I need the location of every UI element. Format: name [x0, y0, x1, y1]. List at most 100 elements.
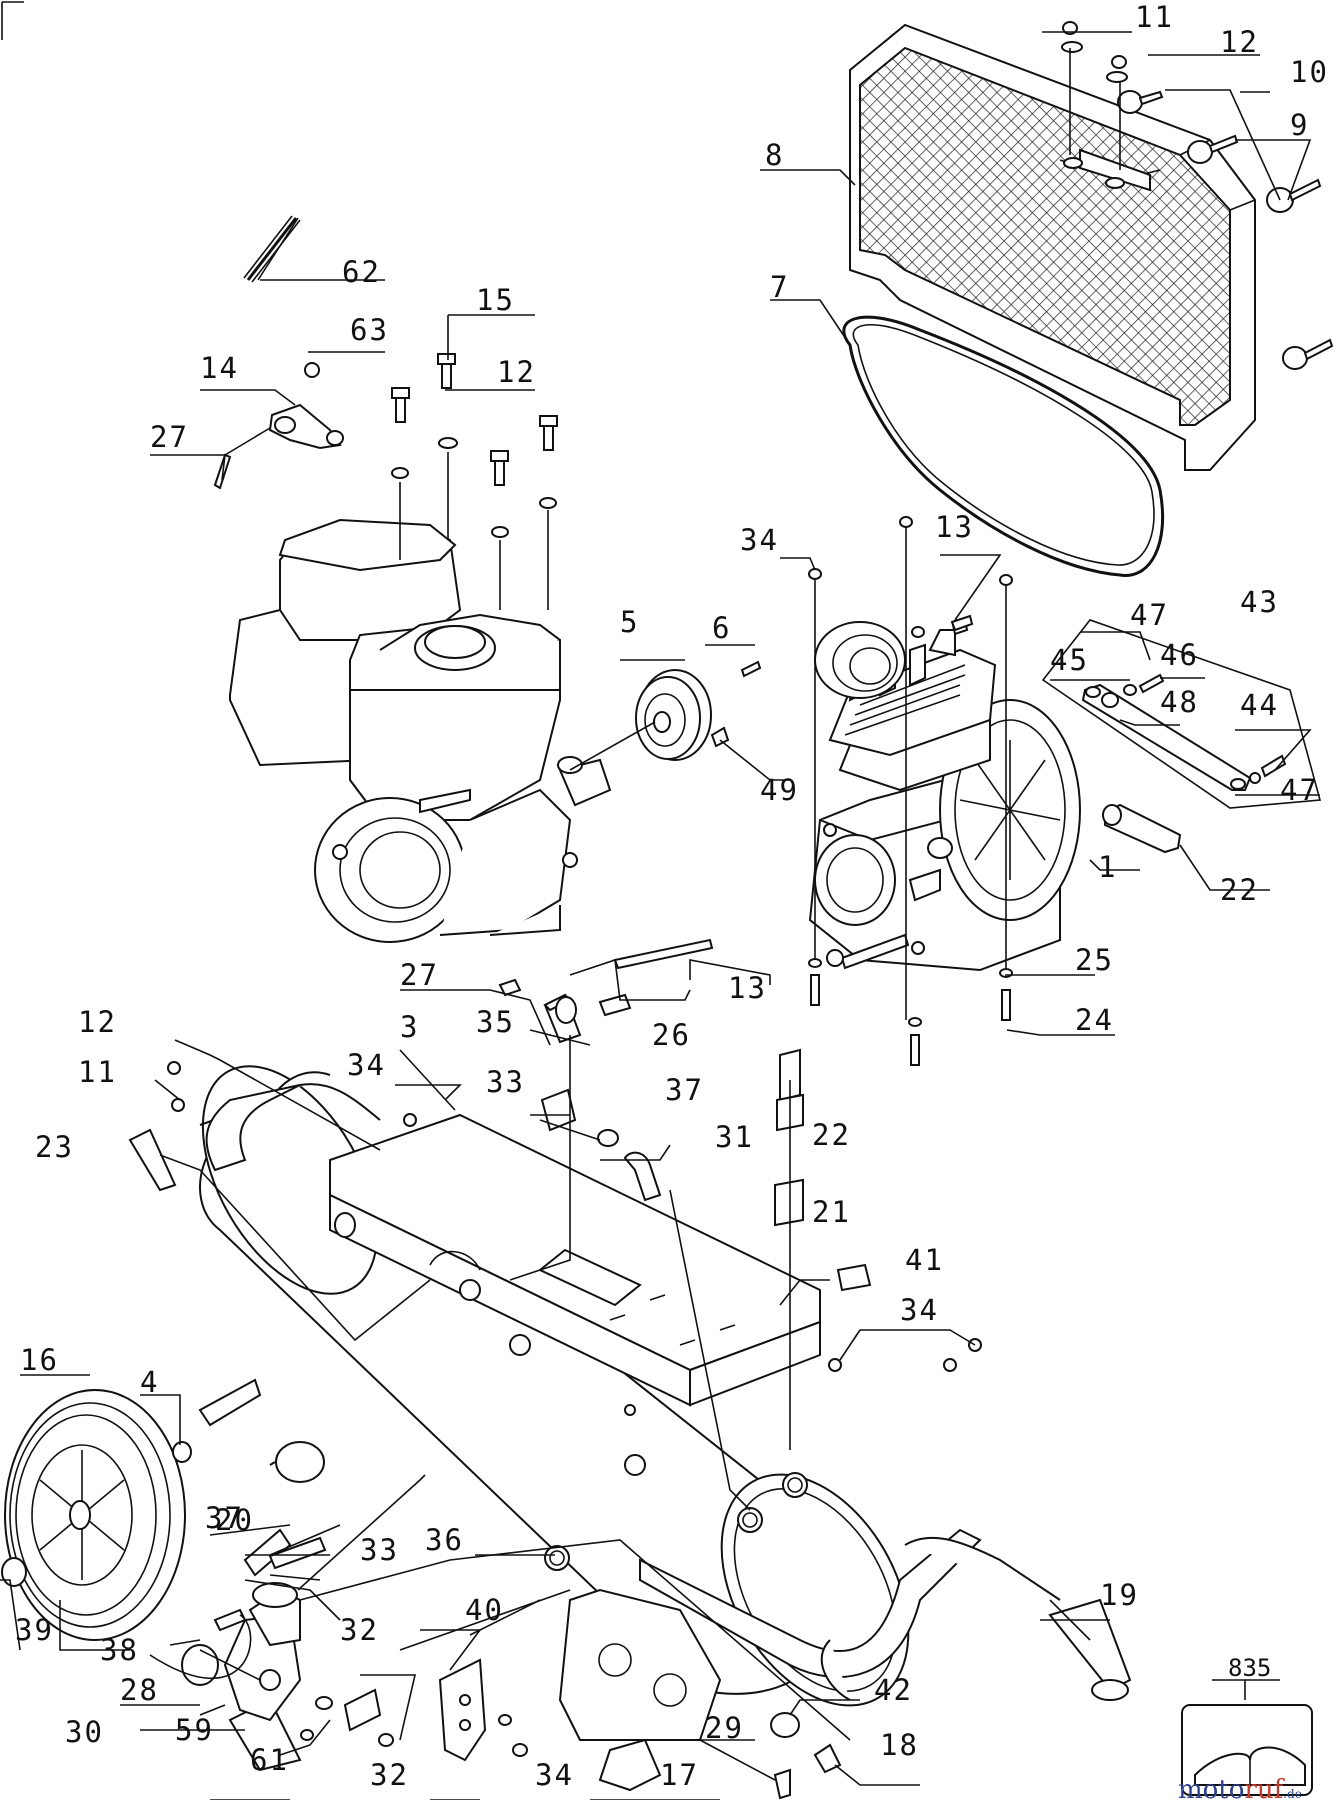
- callout-5: 5: [620, 605, 639, 639]
- callout-37: 37: [665, 1073, 704, 1107]
- callout-33: 33: [486, 1065, 525, 1099]
- callout-20: 20: [215, 1503, 254, 1537]
- drain-parts: [598, 1712, 842, 1800]
- pump-fasteners: [808, 516, 1013, 1066]
- v-belt: [842, 315, 1165, 577]
- watermark-suffix: .de: [1283, 1787, 1302, 1800]
- callout-1: 1: [1098, 850, 1117, 884]
- callout-44: 44: [1240, 688, 1279, 722]
- axle-sleeve: [243, 1528, 292, 1577]
- o-ring: [304, 362, 320, 378]
- callout-17: 17: [660, 1758, 699, 1792]
- pulley: [569, 660, 762, 771]
- callout-12c: 12: [78, 1005, 117, 1039]
- callout-63: 63: [350, 313, 389, 347]
- callout-32: 32: [340, 1613, 379, 1647]
- callout-13b: 13: [728, 971, 767, 1005]
- watermark-logo: motoruf.de: [1178, 1775, 1302, 1800]
- callout-41: 41: [905, 1243, 944, 1277]
- manual-book-icon: [1181, 1679, 1313, 1796]
- callout-28: 28: [120, 1673, 159, 1707]
- callout-24: 24: [1075, 1003, 1114, 1037]
- callout-30: 30: [65, 1715, 104, 1749]
- callout-4: 4: [140, 1365, 159, 1399]
- callout-22b: 22: [812, 1118, 851, 1152]
- callout-32b: 32: [370, 1758, 409, 1792]
- callout-47b: 47: [1280, 773, 1319, 807]
- callout-59: 59: [175, 1713, 214, 1747]
- callout-14: 14: [200, 351, 239, 385]
- callout-39: 39: [15, 1613, 54, 1647]
- callout-3: 3: [400, 1010, 419, 1044]
- callout-6: 6: [712, 611, 731, 645]
- callout-36: 36: [425, 1523, 464, 1557]
- callout-46: 46: [1160, 638, 1199, 672]
- callout-34: 34: [740, 523, 779, 557]
- callout-45: 45: [1050, 643, 1089, 677]
- pump-brace: [1041, 619, 1322, 809]
- spring: [243, 215, 301, 283]
- callout-22: 22: [1220, 873, 1259, 907]
- engine-bolts: [391, 353, 558, 538]
- callout-34d: 34: [535, 1758, 574, 1792]
- callout-7: 7: [770, 270, 789, 304]
- callout-11b: 11: [78, 1055, 117, 1089]
- callout-38: 38: [100, 1633, 139, 1667]
- callout-61: 61: [250, 1743, 289, 1777]
- leader-lines: [0, 31, 1320, 1800]
- callout-9: 9: [1290, 108, 1309, 142]
- mounting-plate: [329, 1113, 821, 1571]
- callout-11: 11: [1135, 0, 1174, 34]
- callout-19: 19: [1100, 1578, 1139, 1612]
- callout-48: 48: [1160, 685, 1199, 719]
- callout-35: 35: [476, 1005, 515, 1039]
- guard-fasteners: [1061, 21, 1334, 370]
- callout-8: 8: [765, 138, 784, 172]
- frame-handle: [639, 1528, 1132, 1701]
- callout-40: 40: [465, 1593, 504, 1627]
- watermark-part1: moto: [1178, 1775, 1244, 1800]
- belt-guard: [849, 23, 1256, 471]
- callout-16: 16: [20, 1343, 59, 1377]
- callout-12: 12: [1220, 25, 1259, 59]
- callout-13: 13: [935, 510, 974, 544]
- callout-27b: 27: [400, 958, 439, 992]
- callout-27: 27: [150, 420, 189, 454]
- svg-text:motoruf.de: motoruf.de: [1178, 1775, 1302, 1800]
- book-label: 835: [1228, 1654, 1271, 1682]
- callout-12b: 12: [497, 355, 536, 389]
- corner-mark: [1, 1, 24, 40]
- callout-37-visible: 37: [205, 1501, 244, 1535]
- callout-31: 31: [715, 1120, 754, 1154]
- regulator: [181, 1582, 302, 1722]
- bracket: [300, 1658, 528, 1762]
- callout-26: 26: [652, 1018, 691, 1052]
- callout-10: 10: [1290, 55, 1329, 89]
- callout-23: 23: [35, 1130, 74, 1164]
- callout-34c: 34: [900, 1293, 939, 1327]
- callout-62: 62: [342, 255, 381, 289]
- callout-25: 25: [1075, 943, 1114, 977]
- gas-engine: [229, 518, 612, 943]
- tank-cap: [275, 1441, 325, 1483]
- callout-49: 49: [760, 773, 799, 807]
- wheel: [1, 1378, 262, 1641]
- compressor-pump: [808, 621, 1081, 972]
- callout-29: 29: [705, 1711, 744, 1745]
- callout-33b: 33: [360, 1533, 399, 1567]
- tank-handle: [205, 1083, 381, 1172]
- fittings: [128, 938, 982, 1570]
- callout-15: 15: [476, 283, 515, 317]
- callout-18: 18: [880, 1728, 919, 1762]
- discharge-tube: [1102, 803, 1182, 854]
- callout-34b: 34: [347, 1048, 386, 1082]
- callout-labels: 11 12 10 9 8 7 62 15 63 14 12 27 34 13 4…: [15, 0, 1329, 1792]
- callout-21: 21: [812, 1195, 851, 1229]
- callout-47: 47: [1130, 598, 1169, 632]
- watermark-part2: ruf: [1244, 1775, 1285, 1800]
- throttle-assembly: [213, 362, 344, 490]
- tank-feet: [228, 1588, 722, 1772]
- callout-43: 43: [1240, 585, 1279, 619]
- callout-42: 42: [874, 1673, 913, 1707]
